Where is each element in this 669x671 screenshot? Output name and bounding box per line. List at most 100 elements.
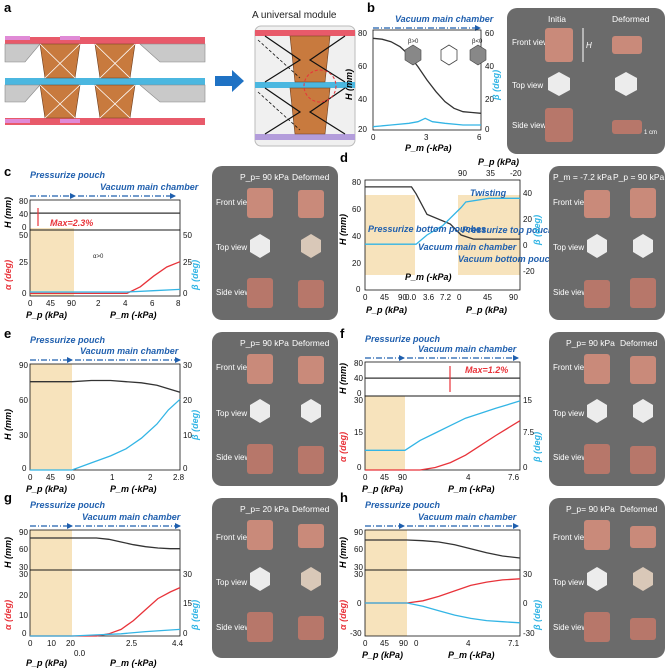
hex-inset-beta-pos: [404, 44, 422, 66]
axis-b-beta-label: β (deg): [491, 70, 501, 101]
tick-f-b0: 0: [523, 463, 528, 472]
plot-f-bottom-frame: [364, 395, 521, 471]
sample-g-6: [298, 616, 324, 640]
tick-b-x3: 3: [424, 133, 429, 142]
tick-b-x0: 0: [371, 133, 376, 142]
ann-d-twist: Twisting: [470, 188, 507, 198]
sample-e-6: [298, 446, 324, 474]
lattice-strip: [4, 36, 206, 125]
photo-e-row-side: Side view: [216, 453, 250, 462]
axis-d-h-label: H (mm): [338, 214, 348, 245]
scale-bar-label: 1 cm: [644, 130, 657, 136]
sample-f-3: [587, 399, 607, 423]
tick-c-pp0: 0: [28, 299, 33, 308]
sample-d-3: [587, 234, 607, 258]
sample-c-1: [247, 188, 273, 218]
module-bottom-band: [255, 134, 355, 140]
tick-d-pp45: 45: [380, 293, 389, 302]
axis-c-beta-label: β (deg): [190, 260, 200, 291]
tick-f-h40: 40: [354, 374, 363, 383]
tick-b-h60: 60: [358, 62, 367, 71]
tick-e-h60: 60: [19, 396, 28, 405]
strip-crease-lines: [39, 43, 136, 119]
photo-c-samples: [247, 188, 324, 308]
tick-b-b60: 60: [485, 29, 494, 38]
photo-e-samples: [247, 354, 324, 474]
tick-b-h40: 40: [358, 95, 367, 104]
plot-c-ticks: 80 40 0 50 25 0 50 25 0 0 45 90 2 4 6 8: [19, 197, 192, 308]
photo-f-row-top: Top view: [553, 409, 584, 418]
tick-c-a50: 50: [19, 231, 28, 240]
tick-d-h60: 60: [352, 205, 361, 214]
plot-c-lines: [30, 208, 181, 295]
strip-gray-cells: [4, 43, 206, 103]
sample-h-5: [584, 612, 610, 642]
tick-g-a30: 30: [19, 570, 28, 579]
photo-f-row-side: Side view: [553, 453, 587, 462]
sample-h-3: [587, 567, 607, 591]
plot-b-lines: [372, 37, 482, 128]
axis-d-pm-label: P_m (-kPa): [405, 272, 452, 282]
tick-h-b30: 30: [523, 570, 532, 579]
axis-g-alpha-label: α (deg): [3, 600, 13, 630]
sample-b-top-deformed: [615, 72, 637, 96]
photo-b-row-side: Side view: [512, 121, 546, 130]
hexagon-insets: β>0 β<0: [404, 39, 487, 66]
series-d-1-line: [365, 197, 520, 245]
series-f-1-line: [365, 420, 521, 471]
axis-h-h-label: H (mm): [338, 537, 348, 568]
panel-d: d Pressurize bottom pouches Vacuum main …: [338, 150, 665, 320]
tick-g-h60: 60: [19, 545, 28, 554]
axis-h-beta-label: β (deg): [532, 600, 542, 631]
axis-d-pp-label-2: P_p (kPa): [466, 305, 507, 315]
tick-d-pp2-0: 0: [457, 293, 462, 302]
banner-e-pouch: Pressurize pouch: [30, 335, 106, 345]
plot-g-lines: [30, 537, 181, 637]
tick-f-h0: 0: [357, 389, 362, 398]
axis-f-h-label: H (mm): [338, 363, 348, 394]
axis-d-pp-label-1: P_p (kPa): [366, 305, 407, 315]
sample-c-6: [298, 280, 324, 308]
sample-c-4: [301, 234, 321, 258]
tick-f-pm76: 7.6: [508, 473, 520, 482]
tick-h-bn30: -30: [523, 629, 535, 638]
photo-e-row-front: Front view: [216, 363, 253, 372]
tick-h-h60: 60: [354, 545, 363, 554]
tick-h-b0: 0: [523, 599, 528, 608]
tick-f-a15: 15: [354, 428, 363, 437]
tick-c-pp45: 45: [46, 299, 55, 308]
plot-d-frame: [364, 179, 521, 291]
axis-f-beta-label: β (deg): [532, 432, 542, 463]
strip-mid-band: [5, 78, 205, 85]
pouch-shade-d-left: [365, 195, 415, 275]
tick-h-pm0: 0: [414, 639, 419, 648]
panel-c-label: c: [4, 164, 11, 179]
tick-f-pp0: 0: [363, 473, 368, 482]
tick-g-pm25: 2.5: [126, 639, 138, 648]
tick-d-pp2-45: 45: [483, 293, 492, 302]
tick-f-h80: 80: [354, 359, 363, 368]
panel-b: b Vacuum main chamber 80 60 40 20 60 40 …: [344, 0, 665, 154]
tick-g-b30: 30: [183, 570, 192, 579]
tick-g-b15: 15: [183, 599, 192, 608]
axis-c-alpha-label: α (deg): [3, 260, 13, 290]
dimension-h-label: H: [586, 41, 592, 50]
series-f-2-line: [365, 400, 521, 451]
sample-e-2: [298, 356, 324, 384]
sample-d-2: [630, 188, 656, 218]
module-frame-lines: [264, 35, 346, 135]
sample-g-2: [298, 524, 324, 548]
tick-e-pp45: 45: [46, 473, 55, 482]
tick-b-x6: 6: [477, 133, 482, 142]
banner-h-pouch: Pressurize pouch: [365, 500, 441, 510]
tick-e-pm2: 2: [148, 473, 153, 482]
sample-e-3: [250, 399, 270, 423]
tick-d-top-35: 35: [486, 169, 495, 178]
tick-d-h20: 20: [352, 259, 361, 268]
sample-g-3: [250, 567, 270, 591]
series-c-1-line: [30, 261, 181, 295]
panel-e-label: e: [4, 326, 11, 341]
tick-h-an30: -30: [350, 629, 362, 638]
photo-b-header-initial: Initia: [548, 14, 566, 24]
